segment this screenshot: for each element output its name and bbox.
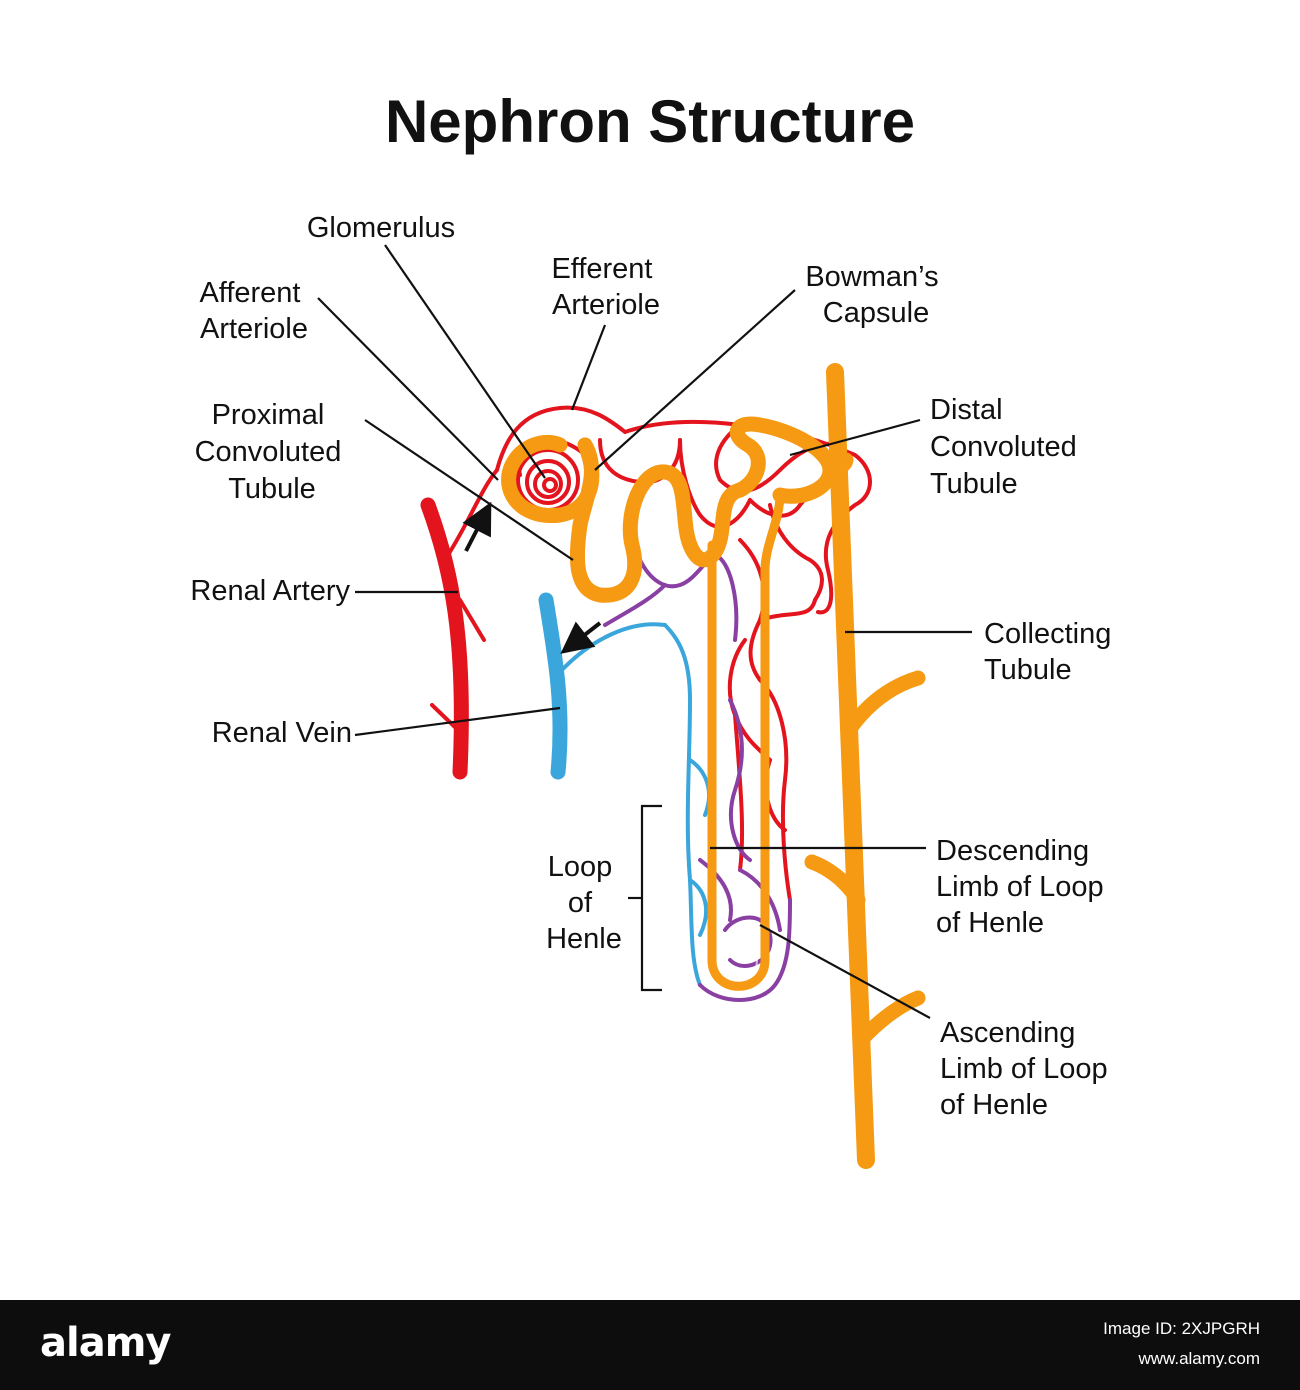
renal-artery-vessel — [420, 468, 499, 780]
alamy-logo: alamy — [40, 1320, 171, 1366]
distal-tubule-leader — [789, 418, 921, 457]
efferent-arteriole-leader — [570, 324, 607, 411]
venous-flow-arrow — [560, 621, 602, 654]
label-collecting-tubule: Collecting Tubule — [984, 618, 1119, 686]
distal-convoluted-tubule — [729, 416, 838, 504]
nephron-illustration — [420, 363, 926, 1169]
label-renal-artery: Renal Artery — [190, 575, 350, 607]
image-id: Image ID: 2XJPGRH — [1103, 1319, 1260, 1338]
arterial-flow-arrow — [462, 501, 492, 552]
label-afferent-arteriole: Afferent Arteriole — [199, 277, 308, 345]
renal-vein-vessel — [538, 592, 667, 780]
label-bowmans-capsule: Bowman’s Capsule — [805, 261, 946, 329]
bowmans-capsule-leader — [594, 289, 796, 471]
label-distal-convoluted-tubule: Distal Convoluted Tubule — [930, 394, 1085, 500]
afferent-arteriole-leader — [317, 297, 499, 481]
loop-of-henle-tube — [707, 490, 785, 991]
image-meta: Image ID: 2XJPGRH www.alamy.com — [1103, 1314, 1260, 1374]
label-loop-of-henle: Loop of Henle — [546, 851, 622, 955]
label-proximal-convoluted-tubule: Proximal Convoluted Tubule — [195, 399, 350, 505]
leader-lines — [317, 244, 972, 1019]
label-ascending-limb: Ascending Limb of Loop of Henle — [940, 1017, 1116, 1121]
ascending-limb-leader — [759, 924, 931, 1019]
nephron-diagram: Nephron Structure — [190, 88, 1119, 1169]
proximal-tubule-leader — [364, 419, 574, 561]
label-renal-vein: Renal Vein — [212, 717, 352, 749]
collecting-tubule-duct — [804, 363, 926, 1169]
peritubular-capillaries — [495, 405, 872, 1002]
stock-footer-bar: alamy Image ID: 2XJPGRH www.alamy.com — [0, 1300, 1300, 1390]
label-efferent-arteriole: Efferent Arteriole — [551, 253, 660, 321]
renal-vein-leader — [354, 706, 561, 737]
label-glomerulus: Glomerulus — [307, 212, 455, 244]
label-descending-limb: Descending Limb of Loop of Henle — [936, 835, 1112, 939]
loop-of-henle-bracket — [640, 804, 662, 992]
diagram-title: Nephron Structure — [385, 88, 915, 155]
site-url: www.alamy.com — [1138, 1349, 1260, 1368]
glomerulus-leader — [384, 244, 546, 479]
